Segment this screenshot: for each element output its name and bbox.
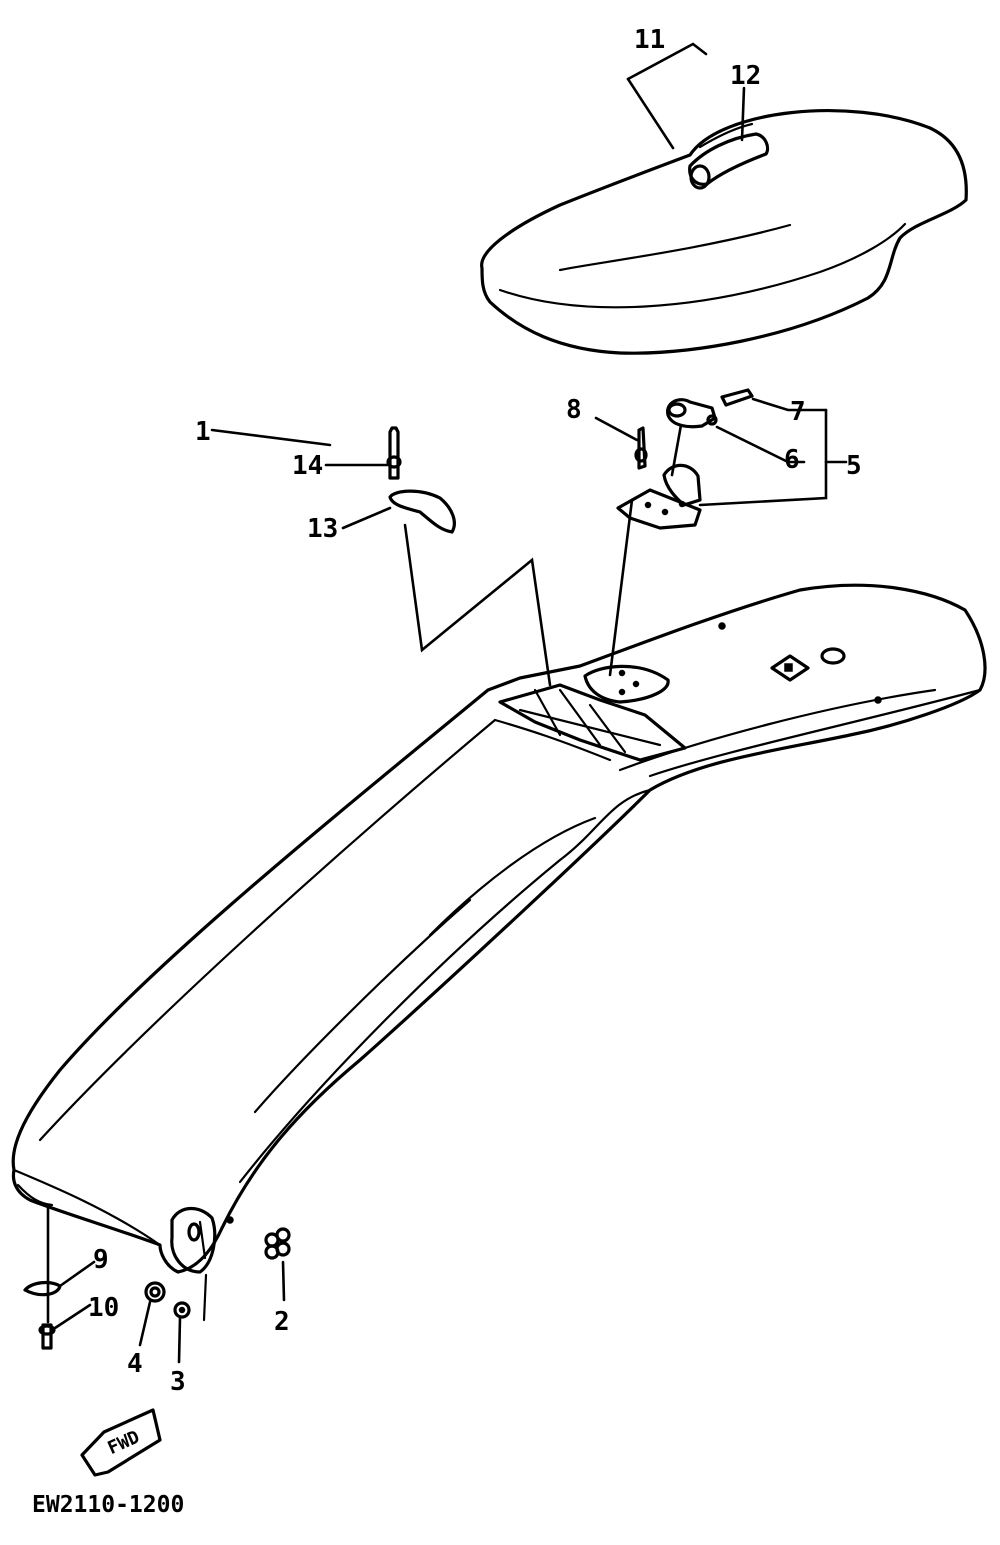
callout-3: 3 (170, 1367, 186, 1397)
callout-8: 8 (566, 395, 582, 425)
forward-arrow: FWD (80, 1408, 162, 1477)
callout-10: 10 (88, 1293, 119, 1323)
hinge-assembly (616, 388, 754, 530)
seat (480, 109, 968, 355)
seat-lock (386, 426, 456, 534)
callout-1: 1 (195, 417, 211, 447)
drawing-code: EW2110-1200 (32, 1492, 184, 1518)
callout-2: 2 (274, 1307, 290, 1337)
callout-14: 14 (292, 451, 323, 481)
callout-12: 12 (730, 61, 761, 91)
callout-5: 5 (846, 451, 862, 481)
callout-4: 4 (127, 1349, 143, 1379)
callout-13: 13 (307, 514, 338, 544)
callout-7: 7 (790, 397, 806, 427)
callout-11: 11 (634, 25, 665, 55)
callout-6: 6 (784, 445, 800, 475)
callout-labels: 1 2 3 4 5 6 7 8 9 10 11 12 13 14 (88, 25, 862, 1397)
fender-seat-base (11, 583, 987, 1322)
fasteners (23, 1227, 291, 1350)
callout-9: 9 (93, 1245, 109, 1275)
leader-lines (46, 42, 848, 1364)
